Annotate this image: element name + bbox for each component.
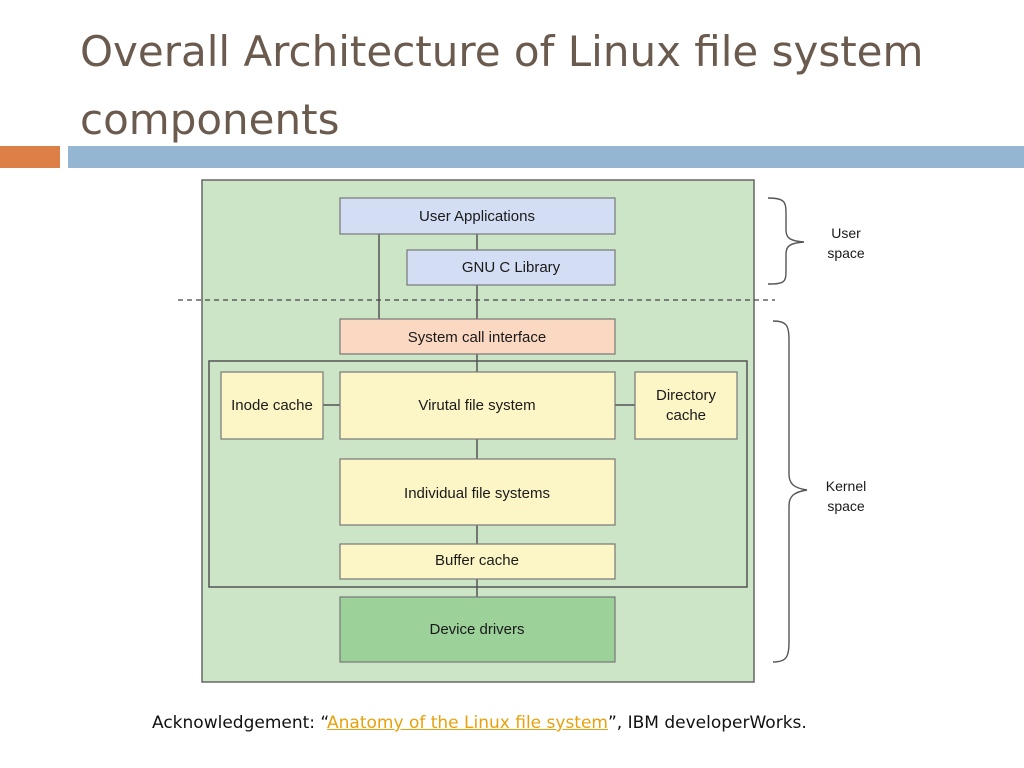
user-space-label-line1: User — [831, 225, 861, 241]
kernel-space-label-line2: space — [827, 498, 865, 514]
accent-bar-orange — [0, 146, 60, 168]
directory-cache-box — [634, 371, 738, 440]
virtual-file-system-label: Virutal file system — [418, 397, 535, 414]
accent-bar-blue — [68, 146, 1024, 168]
user-applications-label: User Applications — [419, 208, 535, 225]
individual-file-systems-box — [339, 458, 616, 526]
inode-cache-box — [220, 371, 324, 440]
system-call-interface-box — [339, 318, 616, 355]
gnu-c-library-box — [406, 249, 616, 286]
slide-title: Overall Architecture of Linux file syste… — [80, 27, 924, 144]
buffer-cache-label: Buffer cache — [435, 552, 519, 569]
virtual-file-system-box — [339, 371, 616, 440]
acknowledgement-prefix: Acknowledgement: “ — [152, 713, 328, 733]
acknowledgement-suffix: ”, IBM developerWorks. — [608, 713, 807, 733]
directory-cache-label-line1: Directory — [656, 387, 717, 404]
user-applications-box — [339, 197, 616, 235]
architecture-diagram: User Applications GNU C Library System c… — [178, 179, 866, 683]
kernel-space-label-line1: Kernel — [826, 478, 866, 494]
source-article-link[interactable]: Anatomy of the Linux file system — [327, 713, 608, 733]
gnu-c-library-label: GNU C Library — [462, 259, 561, 276]
user-space-brace — [767, 197, 805, 285]
buffer-cache-box — [339, 543, 616, 580]
device-drivers-label: Device drivers — [429, 621, 524, 638]
acknowledgement: Acknowledgement: “Anatomy of the Linux f… — [152, 708, 872, 738]
user-space-label-line2: space — [827, 245, 865, 261]
directory-cache-label-line2: cache — [666, 407, 706, 424]
kernel-space-brace — [772, 320, 808, 663]
inode-cache-label: Inode cache — [231, 397, 313, 414]
system-call-interface-label: System call interface — [408, 329, 546, 346]
individual-file-systems-label: Individual file systems — [404, 485, 550, 502]
vfs-subsystem-frame — [208, 360, 748, 588]
device-drivers-box — [339, 596, 616, 663]
